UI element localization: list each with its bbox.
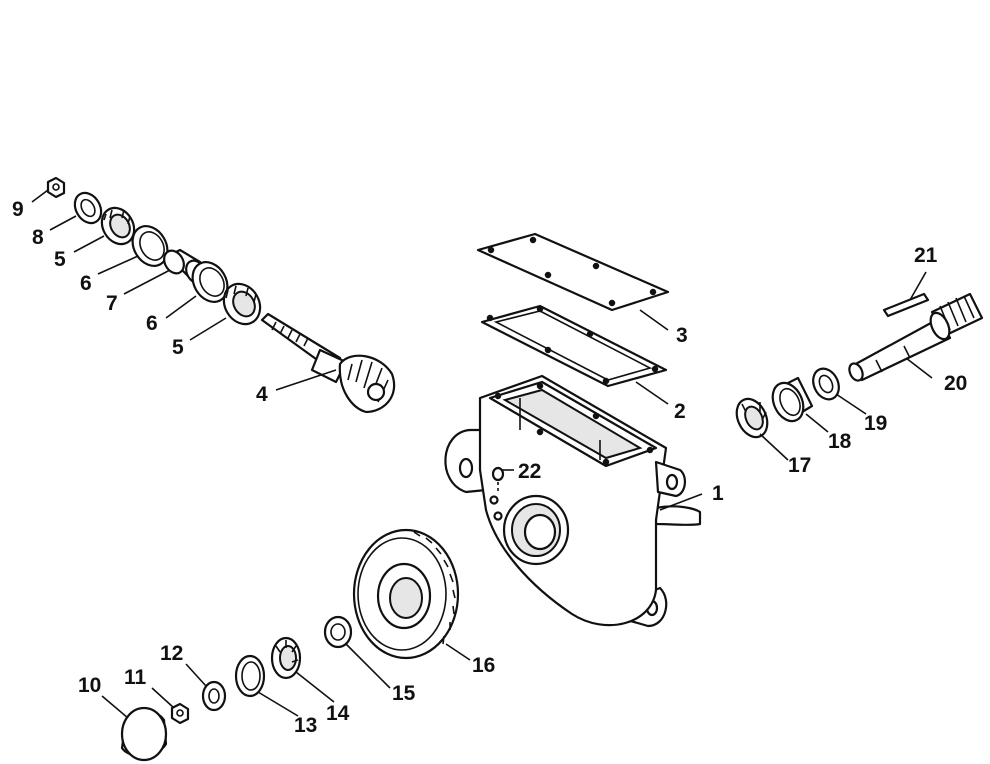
- callout-3: 3: [676, 324, 688, 347]
- part-22-plug: [491, 466, 505, 492]
- callout-17: 17: [788, 454, 811, 477]
- part-21-key: [882, 292, 930, 318]
- part-5b-bearing-cone: [222, 282, 262, 326]
- part-3-cover-plate: [476, 232, 670, 312]
- part-12-washer: [201, 680, 227, 712]
- part-6a-bearing-cup: [131, 225, 169, 267]
- part-16-ring-gear: [352, 528, 460, 660]
- part-5a-bearing-cone: [100, 206, 136, 246]
- callout-labels: 9 8 5 6 7 6 5 4 3 2 1 20 21 19 18 17 22 …: [12, 198, 967, 737]
- callout-10: 10: [78, 674, 101, 697]
- part-4-pinion-shaft: [260, 312, 396, 414]
- part-18-bearing-cup: [771, 376, 814, 423]
- callout-14: 14: [326, 702, 350, 725]
- callout-4: 4: [256, 383, 268, 406]
- part-1-housing: [444, 374, 702, 628]
- callout-5-top: 5: [54, 248, 66, 271]
- part-19-washer: [812, 367, 840, 401]
- callout-2: 2: [674, 400, 686, 423]
- part-15-seal: [323, 615, 353, 649]
- callout-12: 12: [160, 642, 183, 665]
- callout-22: 22: [518, 460, 541, 483]
- part-8-washer: [73, 191, 103, 225]
- callout-6-top: 6: [80, 272, 92, 295]
- part-14-bearing-cone: [270, 636, 302, 680]
- callout-9: 9: [12, 198, 24, 221]
- part-2-gasket: [480, 304, 668, 388]
- callout-16: 16: [472, 654, 495, 677]
- callout-6-bottom: 6: [146, 312, 158, 335]
- callout-19: 19: [864, 412, 887, 435]
- leader-lines: [31, 189, 933, 719]
- part-17-bearing-cone: [735, 397, 769, 439]
- callout-21: 21: [914, 244, 938, 267]
- callout-18: 18: [828, 430, 852, 453]
- part-10-cap: [120, 706, 168, 762]
- part-20-output-shaft: [848, 292, 984, 382]
- callout-15: 15: [392, 682, 416, 705]
- callout-20: 20: [944, 372, 967, 395]
- part-11-nut: [170, 702, 190, 725]
- callout-1: 1: [712, 482, 724, 505]
- callout-11: 11: [124, 666, 147, 689]
- callout-5-bottom: 5: [172, 336, 184, 359]
- callout-8: 8: [32, 226, 44, 249]
- part-9-nut: [46, 176, 66, 199]
- part-13-bearing-cup: [234, 654, 266, 698]
- callout-13: 13: [294, 714, 317, 737]
- callout-7: 7: [106, 292, 118, 315]
- part-6b-bearing-cup: [191, 261, 229, 303]
